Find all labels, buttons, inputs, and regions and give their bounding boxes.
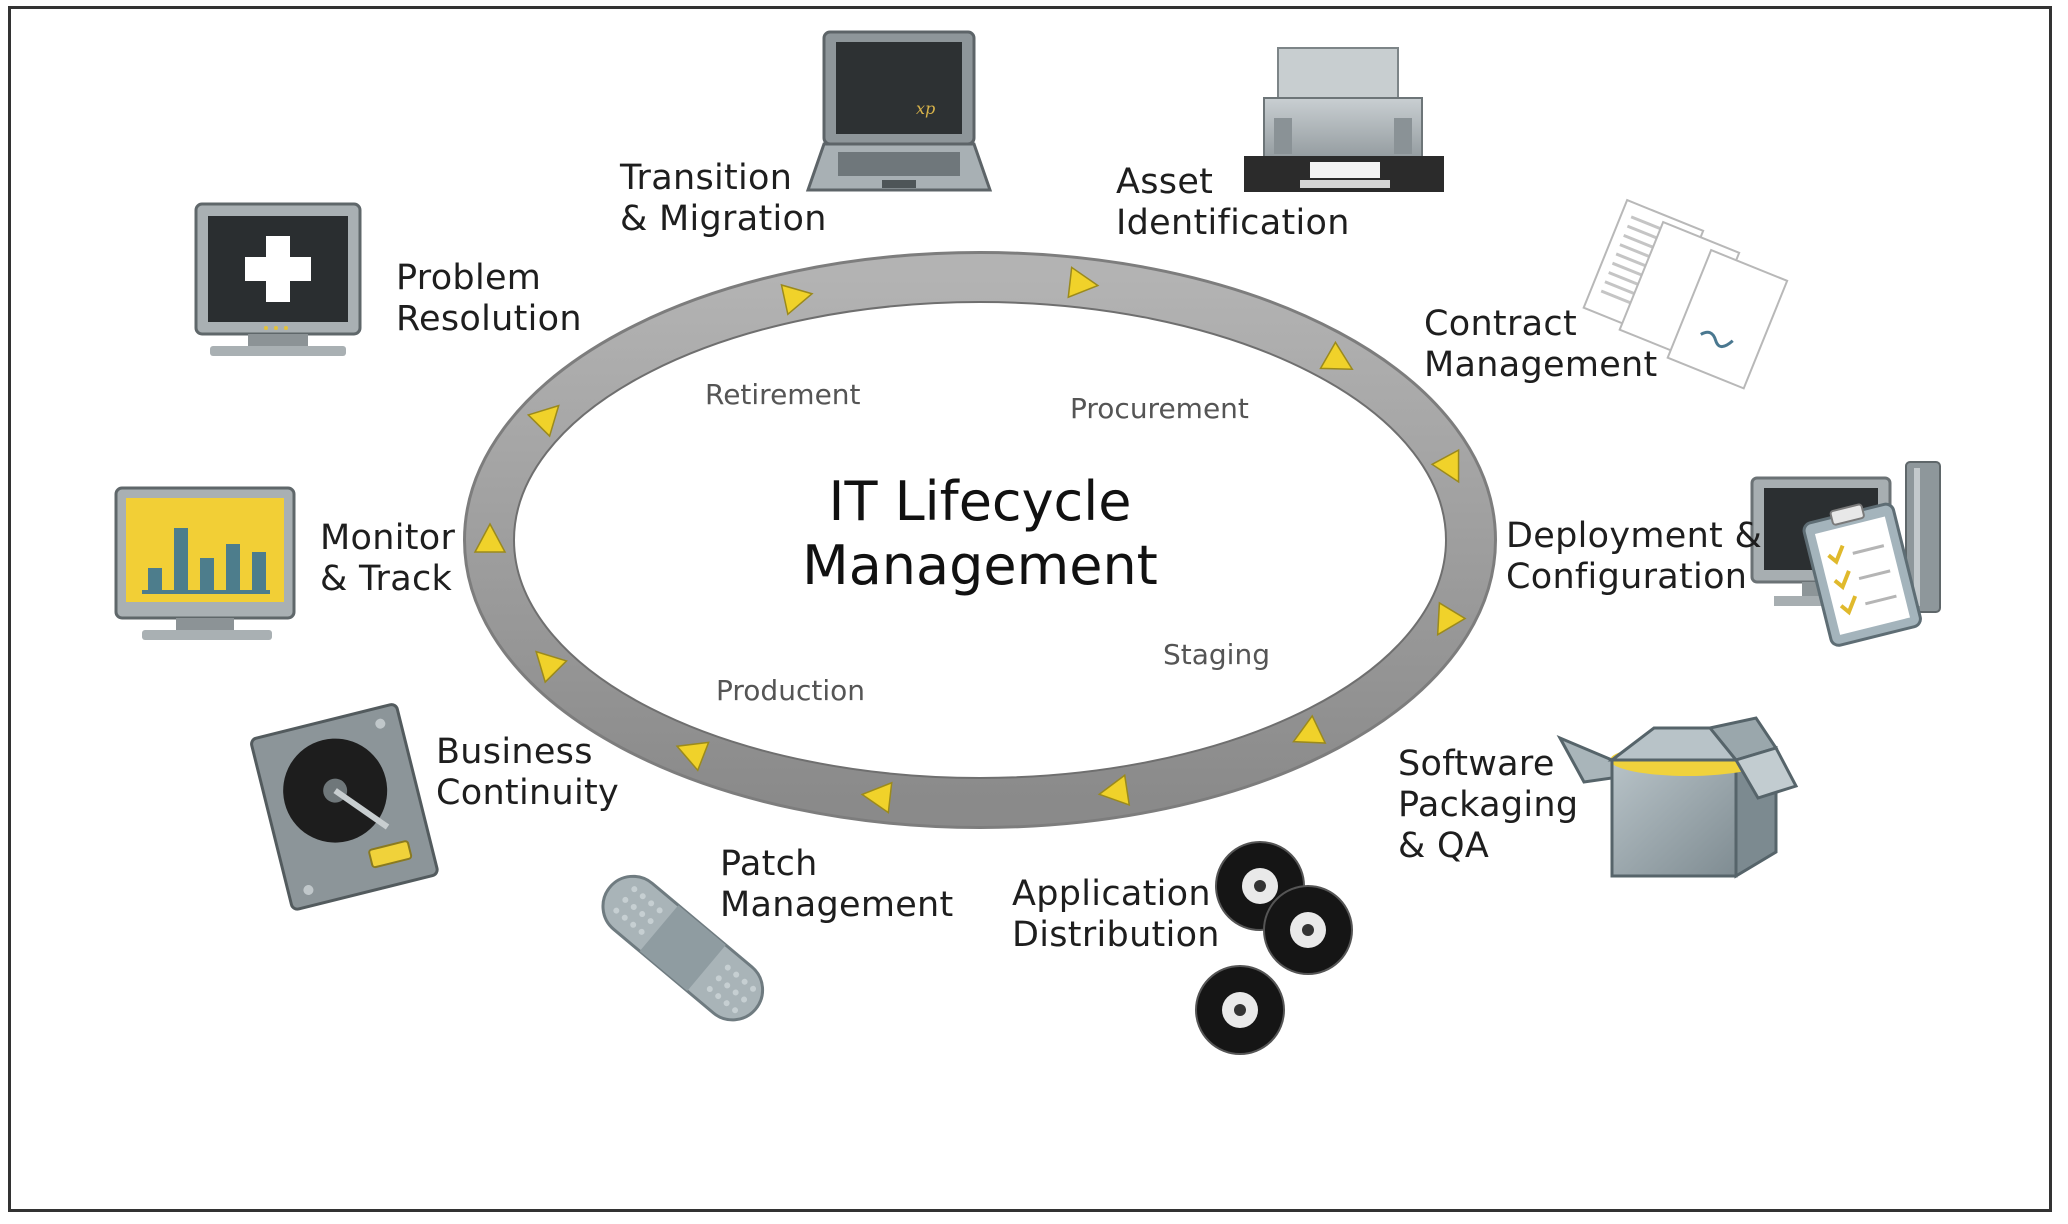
step-label-line: Software: [1398, 744, 1555, 784]
laptop-icon: xp: [805, 30, 993, 192]
disc-hole: [1234, 1004, 1246, 1016]
step-label-line: Management: [1424, 345, 1658, 385]
step-label-line: Identification: [1116, 203, 1350, 243]
center-title: IT Lifecycle Management: [790, 470, 1170, 598]
step-label-line: Application: [1012, 874, 1211, 914]
phase-retirement: Retirement: [705, 378, 861, 411]
ring-arrow: [1430, 448, 1460, 484]
ring-arrow: [526, 404, 560, 438]
bandage-dot: [639, 911, 646, 918]
ring-arrow: [1067, 266, 1100, 299]
step-label-line: Deployment &: [1506, 516, 1763, 556]
step-monitor-track: Monitor & Track: [320, 518, 455, 600]
step-label-line: Resolution: [396, 299, 582, 339]
ring-arrow: [675, 741, 710, 772]
phase-staging: Staging: [1163, 638, 1270, 671]
bandage-dot: [648, 900, 655, 907]
step-contract-management: Contract Management: [1424, 304, 1658, 386]
ring-arrows: [473, 266, 1467, 814]
step-asset-identification: Asset Identification: [1116, 162, 1350, 244]
center-title-line2: Management: [802, 534, 1158, 597]
bandage-dot: [630, 903, 637, 910]
step-deployment-configuration: Deployment & Configuration: [1506, 516, 1762, 598]
step-software-packaging-qa: Software Packaging & QA: [1398, 744, 1578, 867]
bandage-dot: [613, 907, 620, 914]
phase-procurement: Procurement: [1070, 392, 1249, 425]
phase-production: Production: [716, 674, 865, 707]
documents-icon: [1582, 198, 1789, 390]
bandage-dot: [733, 971, 740, 978]
step-label-line: Asset: [1116, 162, 1214, 202]
ring-arrow: [473, 522, 507, 553]
desktop-clipboard-icon: [1750, 461, 1941, 647]
bandage-dot: [622, 896, 629, 903]
ring-arrow: [780, 283, 814, 316]
ring-arrow: [1436, 601, 1467, 637]
disc-hole: [1302, 924, 1314, 936]
ring-arrow: [860, 781, 893, 814]
bandage-dot: [706, 986, 713, 993]
step-label-line: Monitor: [320, 518, 456, 558]
step-business-continuity: Business Continuity: [436, 732, 619, 814]
bandage-dot: [741, 996, 748, 1003]
step-label-line: Distribution: [1012, 915, 1220, 955]
open-box-icon: [1556, 716, 1799, 879]
bandage-dot: [631, 886, 638, 893]
hard-drive-icon: [250, 703, 439, 911]
step-label-line: & Migration: [620, 199, 827, 239]
medical-monitor-icon: [194, 202, 362, 356]
bandage-dot: [741, 978, 748, 985]
bandage-dot: [724, 982, 731, 989]
step-label-line: & Track: [320, 559, 453, 599]
bandage-icon: [601, 874, 765, 1022]
bandage-dot: [630, 921, 637, 928]
bandage-dot: [732, 1007, 739, 1014]
ring-arrow: [1097, 773, 1131, 807]
bandage-dot: [724, 964, 731, 971]
bandage-dot: [715, 993, 722, 1000]
step-label-line: Management: [720, 885, 954, 925]
step-label-line: Contract: [1424, 304, 1577, 344]
bandage-dot: [621, 914, 628, 921]
step-label-line: Problem: [396, 258, 542, 298]
bandage-dot: [715, 975, 722, 982]
disc-hole: [1254, 880, 1266, 892]
step-label-line: Configuration: [1506, 557, 1748, 597]
step-label-line: Business: [436, 732, 593, 772]
bandage-dot: [639, 893, 646, 900]
step-label-line: & QA: [1398, 826, 1490, 866]
ring-arrow: [1319, 340, 1354, 371]
bandage-dot: [647, 918, 654, 925]
ring-arrow: [1292, 714, 1327, 744]
discs-icon: [1195, 841, 1353, 1055]
center-title-line1: IT Lifecycle: [828, 470, 1132, 533]
printer-icon: [1244, 47, 1444, 192]
step-application-distribution: Application Distribution: [1012, 874, 1220, 956]
bandage-dot: [723, 1000, 730, 1007]
svg-text:xp: xp: [916, 99, 935, 118]
step-problem-resolution: Problem Resolution: [396, 258, 582, 340]
bandage-dot: [750, 985, 757, 992]
step-label-line: Packaging: [1398, 785, 1579, 825]
chart-monitor-icon: [114, 486, 296, 640]
step-label-line: Transition: [620, 158, 793, 198]
step-patch-management: Patch Management: [720, 844, 954, 926]
step-transition-migration: Transition & Migration: [620, 158, 827, 240]
bandage-dot: [638, 928, 645, 935]
ring-arrow: [535, 650, 568, 684]
step-label-line: Patch: [720, 844, 818, 884]
bandage-dot: [656, 907, 663, 914]
bandage-dot: [732, 989, 739, 996]
step-label-line: Continuity: [436, 773, 620, 813]
